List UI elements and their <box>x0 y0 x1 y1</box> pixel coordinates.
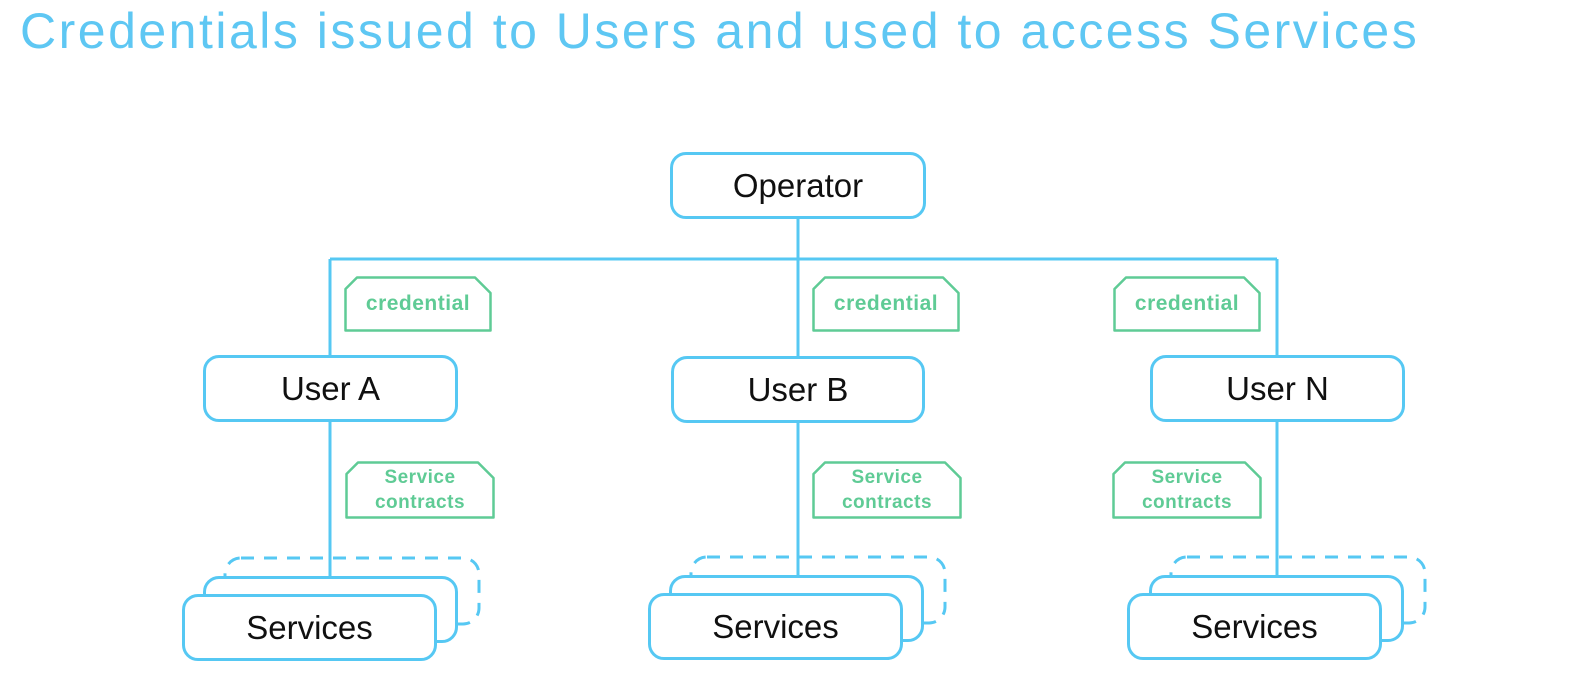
user-b-node: User B <box>671 356 925 423</box>
user-a-label: User A <box>280 369 381 407</box>
tag-outline-icon <box>1112 461 1262 519</box>
services-node-b: Services <box>648 593 903 660</box>
credential-tag-label: credential <box>1134 292 1240 315</box>
services-node-n: Services <box>1127 593 1382 660</box>
credential-tag-b: credential <box>812 276 960 332</box>
services-a-label: Services <box>246 608 373 646</box>
service-contracts-tag-n: Service contracts <box>1112 461 1262 519</box>
service-contracts-tag-label: Service contracts <box>374 467 466 513</box>
operator-node: Operator <box>670 152 926 219</box>
credential-tag-label: credential <box>833 292 939 315</box>
tag-outline-icon <box>1113 276 1261 332</box>
credential-tag-n: credential <box>1113 276 1261 332</box>
service-contracts-tag-a: Service contracts <box>345 461 495 519</box>
tag-outline-icon <box>345 461 495 519</box>
credential-tag-label: credential <box>365 292 471 315</box>
service-contracts-tag-b: Service contracts <box>812 461 962 519</box>
tag-outline-icon <box>812 276 960 332</box>
service-contracts-tag-label: Service contracts <box>841 467 933 513</box>
user-a-node: User A <box>203 355 458 422</box>
tag-outline-icon <box>344 276 492 332</box>
user-n-node: User N <box>1150 355 1405 422</box>
services-node-a: Services <box>182 594 437 661</box>
tag-outline-icon <box>812 461 962 519</box>
service-contracts-tag-label: Service contracts <box>1141 467 1233 513</box>
services-n-label: Services <box>1191 607 1318 645</box>
user-b-label: User B <box>747 370 849 408</box>
operator-label: Operator <box>732 166 864 204</box>
credential-tag-a: credential <box>344 276 492 332</box>
user-n-label: User N <box>1226 369 1329 407</box>
services-b-label: Services <box>712 607 839 645</box>
diagram-title: Credentials issued to Users and used to … <box>20 3 1420 59</box>
